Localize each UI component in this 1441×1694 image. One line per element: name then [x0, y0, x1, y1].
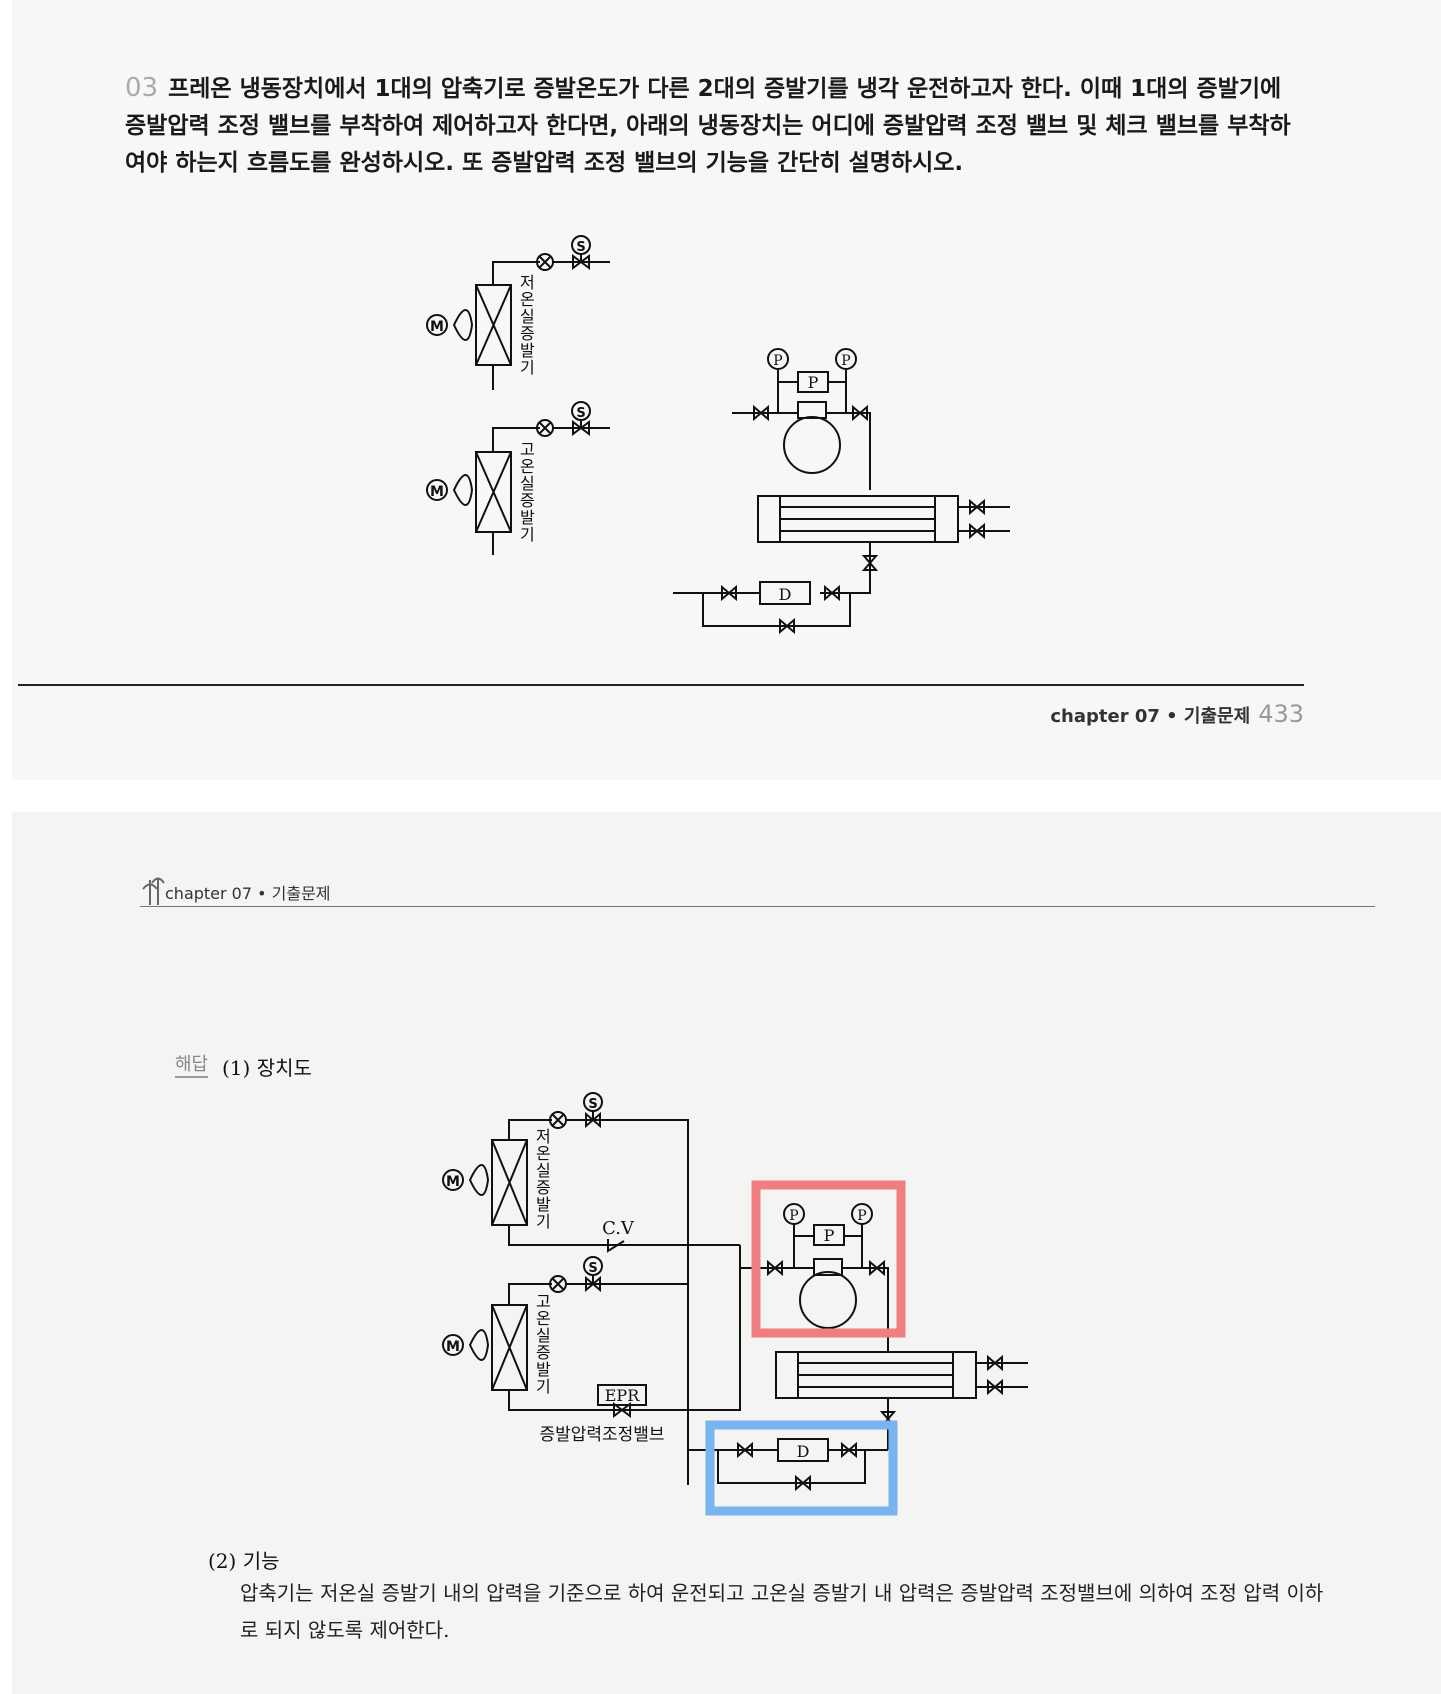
high-temp-evaporator	[491, 1245, 741, 1411]
drier: D	[673, 580, 871, 635]
low-temp-evaporator	[475, 261, 540, 390]
epr-label: EPR	[605, 1386, 640, 1405]
motor-icon: M	[426, 314, 448, 336]
sprout-logo-icon	[142, 877, 165, 905]
footer-rule	[18, 684, 1304, 686]
condenser	[757, 495, 1010, 594]
svg-text:D: D	[797, 1442, 810, 1461]
low-temp-evaporator	[491, 1119, 740, 1246]
drier-highlight	[705, 1420, 898, 1516]
motor-icon: M	[442, 1334, 464, 1356]
answer-label: 해답	[175, 1050, 209, 1078]
answer-page	[12, 812, 1441, 1694]
question-page	[12, 0, 1441, 780]
page-number: 433	[1258, 700, 1304, 728]
page-header: chapter 07 • 기출문제	[165, 880, 331, 904]
solenoid-label: S	[576, 240, 585, 255]
fan-icon	[452, 309, 474, 341]
header-rule	[140, 906, 1375, 907]
check-valve-label: C.V	[602, 1218, 635, 1239]
svg-text:M: M	[430, 484, 444, 500]
header-chapter: chapter 07 • 기출문제	[165, 884, 331, 903]
footer-chapter: chapter 07 • 기출문제	[1050, 706, 1251, 727]
fan-icon	[468, 1329, 490, 1361]
solenoid-valve-icon: S	[566, 1256, 688, 1293]
svg-text:P: P	[841, 353, 850, 369]
svg-text:M: M	[446, 1339, 460, 1355]
epr-valve: EPR 증발압력조정밸브	[539, 1384, 665, 1445]
pressure-switch-label: P	[808, 373, 819, 392]
motor-label: M	[430, 319, 444, 335]
motor-icon: M	[442, 1169, 464, 1191]
motor-icon: M	[426, 479, 448, 501]
svg-text:P: P	[789, 1208, 798, 1224]
question-body: 프레온 냉동장치에서 1대의 압축기로 증발온도가 다른 2대의 증발기를 냉각…	[125, 76, 1291, 176]
expansion-valve-icon	[549, 1275, 567, 1293]
expansion-valve-icon	[549, 1111, 567, 1129]
fan-icon	[468, 1164, 490, 1196]
solenoid-valve-icon: S	[553, 401, 610, 436]
high-temp-evaporator	[475, 427, 540, 555]
answer-section-2: (2) 기능	[208, 1549, 280, 1573]
compressor: P P P	[732, 348, 871, 490]
condenser	[775, 1351, 1028, 1450]
solenoid-valve-icon: S	[553, 235, 610, 270]
svg-text:P: P	[857, 1208, 866, 1224]
check-valve-icon: C.V	[602, 1218, 635, 1253]
svg-text:P: P	[824, 1226, 835, 1245]
page-footer: chapter 07 • 기출문제 433	[1050, 700, 1304, 728]
svg-text:S: S	[588, 1097, 597, 1112]
question-number: 03	[125, 73, 159, 103]
gauge-label: P	[773, 353, 782, 369]
drier-label: D	[779, 585, 792, 604]
epr-caption: 증발압력조정밸브	[539, 1425, 664, 1445]
svg-text:S: S	[588, 1261, 597, 1276]
compressor-highlight	[751, 1180, 906, 1338]
svg-text:S: S	[576, 406, 585, 421]
fan-icon	[452, 474, 474, 506]
function-text: 압축기는 저온실 증발기 내의 압력을 기준으로 하여 운전되고 고온실 증발기…	[240, 1581, 1324, 1642]
drier: D	[688, 1438, 888, 1492]
answer-section-1: (1) 장치도	[222, 1056, 312, 1080]
svg-text:M: M	[446, 1174, 460, 1190]
solenoid-valve-icon: S	[566, 1092, 689, 1485]
